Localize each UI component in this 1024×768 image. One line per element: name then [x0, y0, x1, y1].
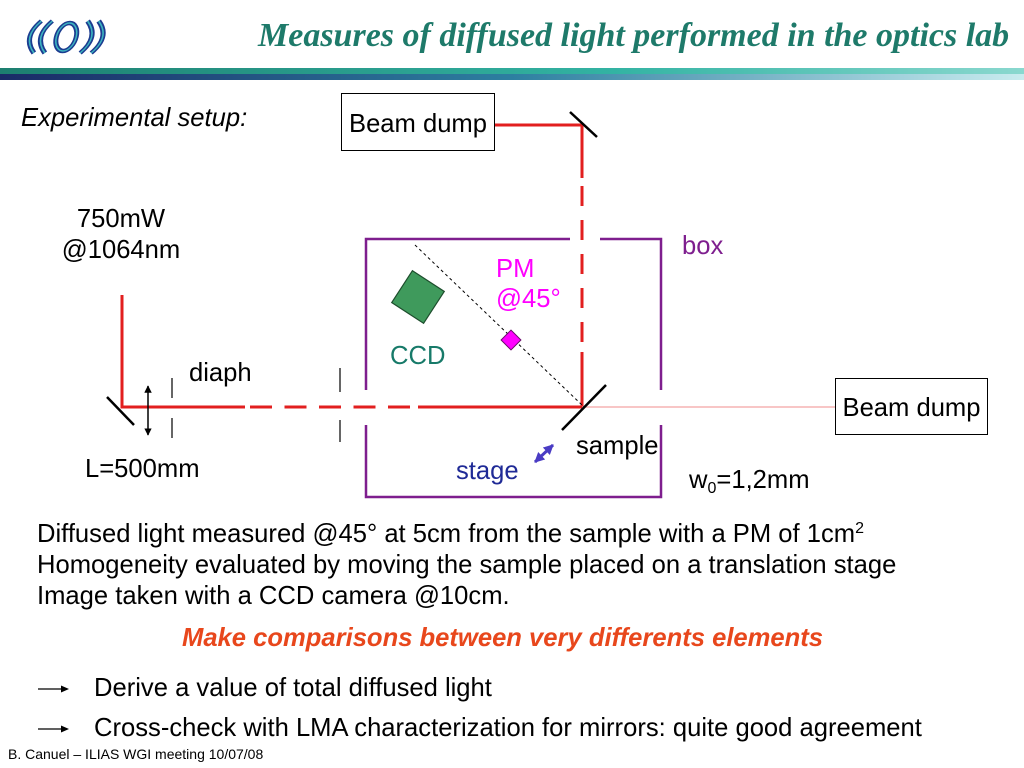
stage-label: stage [456, 457, 519, 485]
box-label: box [682, 232, 724, 260]
beam-dump-top-label: Beam dump [349, 109, 487, 138]
beam-dump-top: Beam dump [341, 93, 495, 151]
body-line: Homogeneity evaluated by moving the samp… [37, 550, 896, 580]
logo [26, 19, 106, 55]
pm-line-of-sight [414, 244, 583, 406]
beam-input-path [120, 295, 245, 409]
body-line-text: Homogeneity evaluated by moving the samp… [37, 551, 897, 579]
conclusion-item: Derive a value of total diffused light [94, 674, 492, 702]
distance-label: L=500mm [85, 455, 200, 483]
beam-dump-right: Beam dump [835, 378, 988, 435]
beam-dump-right-label: Beam dump [842, 394, 981, 422]
logo-inner [28, 20, 104, 54]
body-line: Diffused light measured @45° at 5cm from… [37, 519, 864, 549]
conclusion-item: Cross-check with LMA characterization fo… [94, 714, 922, 742]
superscript: 2 [855, 520, 865, 537]
waist-label: w0=1,2mm [689, 465, 810, 497]
mirror-bottom-left [106, 396, 135, 426]
mirror-top-right [569, 111, 598, 138]
body-line: Image taken with a CCD camera @10cm. [37, 581, 510, 611]
highlight-statement: Make comparisons between very differents… [182, 624, 824, 652]
header-divider-lower [0, 74, 1024, 80]
ccd-label: CCD [390, 342, 446, 370]
ccd-camera [390, 269, 446, 325]
diaph-label: diaph [189, 359, 252, 387]
beam-to-top-dump [494, 123, 584, 178]
footer: B. Canuel – ILIAS WGI meeting 10/07/08 [8, 746, 264, 762]
laser-power-label: 750mW [76, 205, 166, 233]
arrow-right-icon [38, 685, 69, 693]
body-line-text: Diffused light measured @45° at 5cm from… [37, 520, 856, 548]
logo-strokes [26, 19, 106, 55]
laser-beam [120, 123, 584, 409]
enclosure-box [364, 237, 663, 499]
body-line-text: Image taken with a CCD camera @10cm. [37, 582, 510, 610]
section-label: Experimental setup: [21, 104, 248, 132]
waist-subscript: 0 [707, 480, 717, 497]
sample-label: sample [576, 432, 659, 460]
arrow-right-icon [38, 725, 69, 733]
stage-arrow-icon [533, 443, 555, 464]
page-title: Measures of diffused light performed in … [258, 17, 1010, 54]
photomultiplier [500, 329, 522, 351]
header-divider [0, 68, 1024, 74]
pm-label: PM [496, 255, 535, 283]
laser-wavelength-label: @1064nm [61, 236, 181, 264]
sample-mirror [561, 384, 607, 431]
waist-symbol: w [689, 466, 708, 494]
pm-angle-label: @45° [496, 285, 561, 313]
waist-value: =1,2mm [716, 466, 810, 494]
